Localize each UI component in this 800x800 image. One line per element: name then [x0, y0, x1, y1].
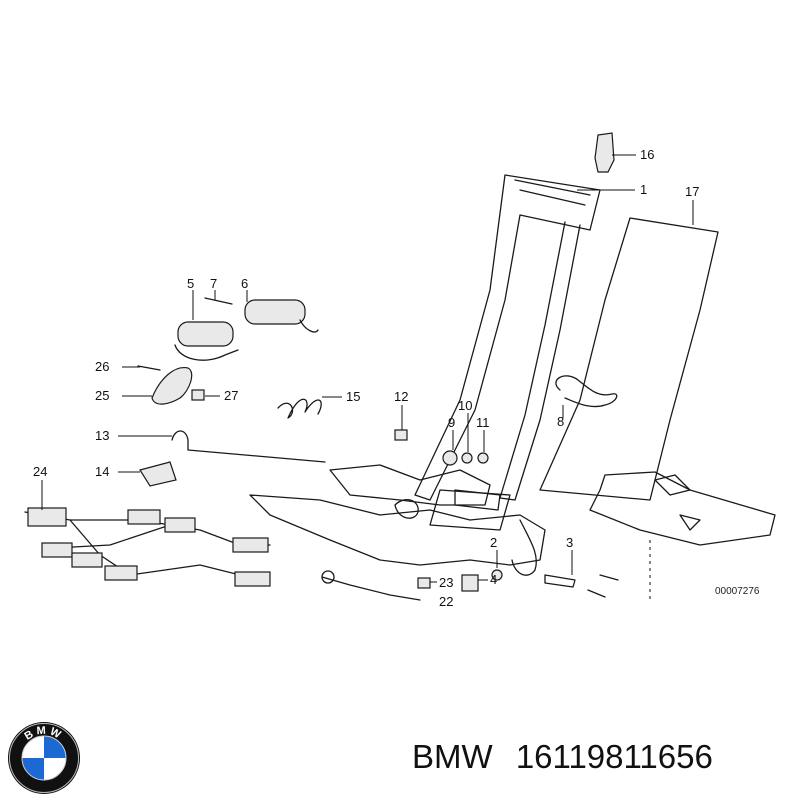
- callout-17: 17: [685, 184, 699, 199]
- callout-25: 25: [95, 388, 109, 403]
- spring: [277, 398, 322, 419]
- callout-23: 23: [439, 575, 453, 590]
- callout-7: 7: [210, 276, 217, 291]
- caption-part-number: 16119811656: [515, 738, 713, 775]
- callout-10: 10: [458, 398, 472, 413]
- hardware-small: [394, 429, 619, 598]
- backrest-panel: [539, 217, 719, 501]
- callout-4: 4: [490, 572, 497, 587]
- seat-adjust-handle: [151, 367, 193, 405]
- callout-6: 6: [241, 276, 248, 291]
- leader-lines: [41, 154, 694, 600]
- callout-2: 2: [490, 535, 497, 550]
- rod-bracket: [139, 461, 177, 487]
- callout-12: 12: [394, 389, 408, 404]
- connector-plug: [594, 132, 615, 173]
- callout-1: 1: [640, 182, 647, 197]
- callout-26: 26: [95, 359, 109, 374]
- seat-motors: [174, 297, 319, 361]
- callout-22: 22: [439, 594, 453, 609]
- screw-26: [137, 365, 161, 371]
- callout-5: 5: [187, 276, 194, 291]
- drawing-code: 00007276: [715, 586, 760, 597]
- bmw-roundel-icon: BMW: [8, 722, 80, 794]
- adjust-rod: [171, 430, 326, 463]
- clip-27: [191, 389, 205, 401]
- seat-base-frame: [249, 464, 546, 576]
- wiring-harness: [24, 507, 421, 601]
- seat-backrest-frame: [414, 174, 601, 531]
- callout-27: 27: [224, 388, 238, 403]
- callout-11: 11: [476, 415, 490, 430]
- part-caption: BMW 16119811656: [412, 738, 713, 776]
- caption-brand: BMW: [412, 738, 493, 775]
- lower-trim-piece: [589, 471, 776, 546]
- wire-clip: [555, 375, 618, 408]
- logo-text: BMW: [22, 725, 62, 743]
- callout-15: 15: [346, 389, 360, 404]
- callout-24: 24: [33, 464, 47, 479]
- callout-9: 9: [448, 415, 455, 430]
- svg-text:BMW: BMW: [22, 725, 65, 743]
- callout-labels: 1 2 3 4 5 6 7 8 9 10 11 12 13 14 15 16 1…: [33, 147, 760, 609]
- callout-13: 13: [95, 428, 109, 443]
- callout-3: 3: [566, 535, 573, 550]
- callout-16: 16: [640, 147, 654, 162]
- callout-8: 8: [557, 414, 564, 429]
- callout-14: 14: [95, 464, 109, 479]
